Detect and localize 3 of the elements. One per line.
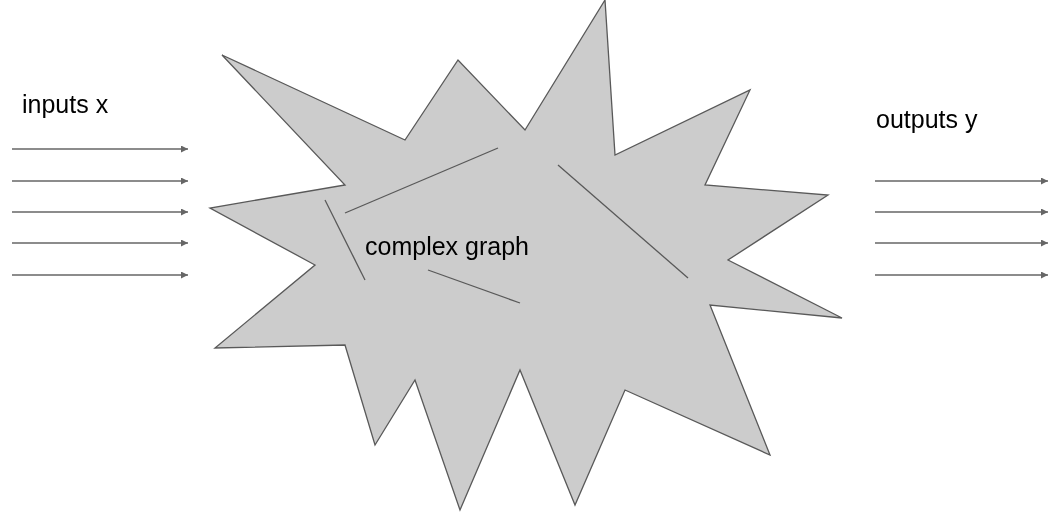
axis-text: inputs x bbox=[22, 90, 109, 119]
node-label: complex graph bbox=[365, 232, 529, 261]
axis-text: outputs y bbox=[876, 105, 978, 134]
